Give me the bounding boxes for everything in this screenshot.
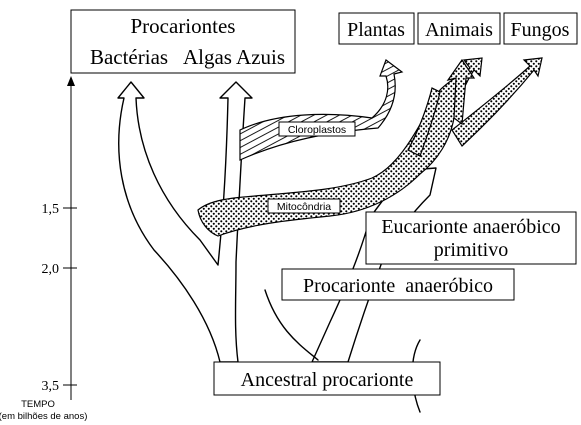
tick-label-2-0: 2,0: [42, 262, 60, 277]
chloroplast-label: Cloroplastos: [288, 124, 346, 136]
chloroplast-band: [240, 60, 402, 160]
prokaryotes-group: Procariontes Bactérias Algas Azuis: [71, 10, 295, 73]
anaerobic-eukaryote-line2: primitivo: [434, 239, 508, 261]
eukaryote-kingdoms: Plantas Animais Fungos: [339, 13, 577, 44]
plants-label: Plantas: [347, 19, 405, 41]
ancestral-prokaryote-label: Ancestral procarionte: [241, 369, 414, 391]
time-axis-unit: (em bilhões de anos): [0, 411, 87, 422]
time-axis-arrowhead: [67, 76, 75, 86]
tick-label-1-5: 1,5: [42, 202, 60, 217]
time-axis: 1,5 2,0 3,5 TEMPO (em bilhões de anos): [0, 76, 87, 422]
time-axis-title: TEMPO: [21, 399, 55, 410]
anaerobic-prokaryote-label: Procarionte anaeróbico: [303, 275, 493, 297]
mitochondria-label: Mitocôndria: [277, 201, 331, 213]
blue-algae-label: Algas Azuis: [183, 45, 285, 69]
prokaryotes-title: Procariontes: [131, 14, 236, 38]
anaerobic-eukaryote-line1: Eucarionte anaeróbico: [381, 216, 560, 238]
fungi-label: Fungos: [511, 19, 570, 41]
tick-label-3-5: 3,5: [42, 379, 60, 394]
animals-label: Animais: [425, 19, 493, 41]
bacteria-label: Bactérias: [90, 45, 168, 69]
